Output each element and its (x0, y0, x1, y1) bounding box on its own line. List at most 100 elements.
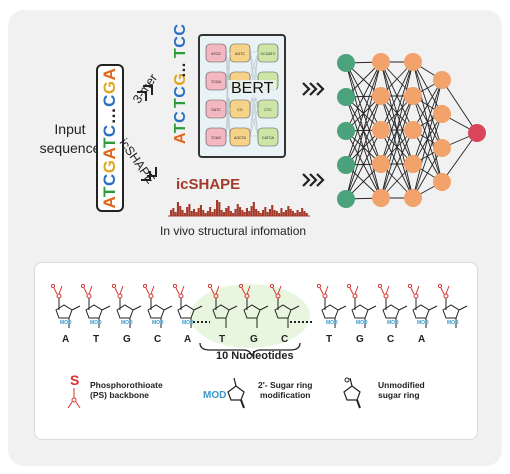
icshape-bar (234, 209, 237, 216)
icshape-arrow-icon (141, 167, 157, 181)
icshape-bar (262, 210, 265, 216)
nucleotide-unit: MOD (407, 283, 438, 328)
output-node (468, 124, 486, 142)
svg-text:GATC: GATC (211, 108, 221, 112)
hidden-node (433, 173, 451, 191)
nucleotide-brace (199, 342, 301, 359)
svg-text:S: S (70, 372, 79, 388)
icshape-bar (268, 209, 271, 216)
icshape-bar (216, 200, 219, 216)
icshape-bar (280, 208, 283, 216)
icshape-bar (301, 208, 304, 216)
nucleotide-unit: MOD (316, 283, 347, 328)
hidden-node (372, 121, 390, 139)
svg-text:MOD: MOD (60, 320, 72, 326)
icshape-bar (188, 204, 191, 216)
svg-text:AGCTA: AGCTA (234, 136, 247, 140)
icshape-bar (204, 213, 207, 216)
icshape-bar (222, 212, 225, 216)
bert-token: CATCA (257, 127, 279, 147)
icshape-bar (259, 213, 262, 216)
icshape-bar (220, 210, 223, 216)
icshape-bar (255, 209, 258, 216)
svg-text:MOD: MOD (182, 320, 194, 326)
bert-token: TCAG (205, 127, 227, 147)
hidden-node (404, 155, 422, 173)
icshape-bar (225, 208, 228, 216)
base-letter: C (387, 334, 394, 345)
bert-token: CCGATC (257, 43, 279, 63)
icshape-bar (266, 212, 269, 216)
icshape-bar (190, 211, 193, 216)
to-network-arrow-top-icon (302, 82, 325, 96)
kmer-arrow-icon (137, 85, 153, 101)
icshape-bar (291, 211, 294, 216)
icshape-bar (195, 212, 198, 216)
base-letter: G (250, 334, 258, 345)
icshape-bar (303, 211, 306, 216)
nucleotides-brace-label: 10 Nucleotides (216, 350, 294, 362)
nucleotide-unit: MOD (346, 283, 377, 328)
icshape-bar (243, 212, 246, 216)
legend-ps-icon: S (67, 372, 81, 409)
base-letter: C (281, 334, 288, 345)
icshape-bar (218, 202, 221, 216)
legend-ps-label: Phosphorothioate(PS) backbone (90, 380, 163, 400)
svg-text:CG: CG (237, 108, 243, 112)
hidden-node (372, 189, 390, 207)
icshape-bar (264, 207, 267, 216)
icshape-bar (186, 207, 189, 216)
svg-text:AGTC: AGTC (235, 52, 245, 56)
svg-text:CTC: CTC (264, 108, 272, 112)
icshape-bar (287, 206, 290, 216)
nucleotide-unit: MOD (172, 283, 203, 328)
base-letter: A (418, 334, 425, 345)
input-node (337, 156, 355, 174)
nucleotide-unit: MOD (50, 283, 81, 328)
bert-token: TCGA (205, 71, 227, 91)
icshape-bar (179, 206, 182, 216)
hidden-node (433, 139, 451, 157)
hidden-node (404, 87, 422, 105)
base-letter: A (184, 334, 191, 345)
icshape-bar (211, 212, 214, 216)
svg-text:CCGATC: CCGATC (261, 52, 276, 56)
nucleotide-unit (207, 283, 238, 328)
base-letter: A (62, 334, 69, 345)
icshape-bar (236, 204, 239, 216)
icshape-bar (209, 207, 212, 216)
base-letter: T (219, 334, 225, 345)
icshape-bar (271, 205, 274, 216)
hidden-node (372, 87, 390, 105)
icshape-bar (239, 207, 242, 216)
icshape-bar (305, 213, 308, 216)
svg-text:MOD: MOD (447, 320, 459, 326)
icshape-bar (199, 205, 202, 216)
icshape-bar (181, 210, 184, 216)
network-nodes (337, 53, 486, 208)
bert-token: ATCG (205, 43, 227, 63)
svg-text:MOD: MOD (417, 320, 429, 326)
nucleotide-unit: MOD (80, 283, 111, 328)
nucleotide-unit: MOD (142, 283, 173, 328)
icshape-signal-plot (168, 200, 310, 217)
base-letter: G (123, 334, 131, 345)
icshape-bar (229, 211, 232, 216)
hidden-node (404, 189, 422, 207)
nucleotide-unit (238, 283, 269, 328)
icshape-bar (257, 211, 260, 216)
icshape-bar (248, 211, 251, 216)
icshape-bar (298, 212, 301, 216)
nucleotide-unit: MOD (437, 283, 468, 328)
icshape-bar (285, 210, 288, 216)
sequence-card: ATCGATC…CGA (96, 64, 124, 212)
icshape-bar (197, 208, 200, 216)
icshape-bar (252, 202, 255, 216)
icshape-bar (250, 206, 253, 216)
icshape-bar (232, 213, 235, 216)
